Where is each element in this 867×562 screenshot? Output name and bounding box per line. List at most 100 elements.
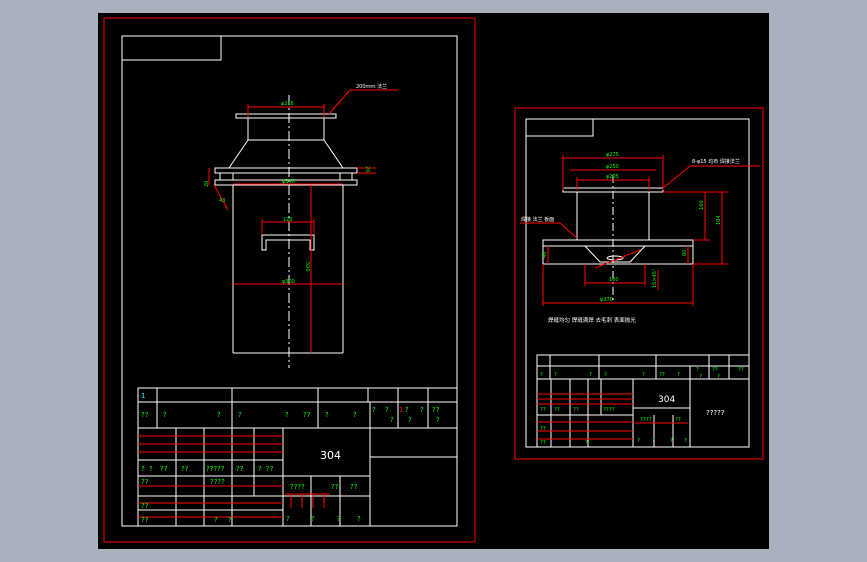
- right-title-red-rows: [537, 393, 688, 440]
- right-note: 焊缝均匀 焊缝满焊 去毛刺 表面抛光: [548, 316, 636, 324]
- left-tag-1b: 1: [399, 406, 403, 414]
- left-q-7: ?: [325, 411, 329, 419]
- left-q-10: ?: [385, 406, 389, 414]
- left-code-box: [121, 35, 222, 61]
- left-sheet: 200ｍｍ 法兰 φ216 φ340 120 φ300 500 20 43 20: [103, 17, 476, 543]
- right-t17: ??: [540, 426, 546, 432]
- left-part-view: [214, 113, 358, 354]
- right-t14: ??: [554, 407, 560, 413]
- right-t19: ?: [585, 440, 588, 446]
- right-dim-h2: 104: [716, 215, 722, 225]
- right-t24: ?: [670, 438, 673, 444]
- left-r5: ?????: [206, 465, 225, 473]
- left-q-9: ?: [372, 406, 376, 414]
- right-sheet-border: [514, 107, 764, 460]
- left-title-text: 1 ?? ? ? ? ? ?? ? ? ? ? 1 ? ? ?? ? ? ? ?…: [141, 392, 440, 524]
- right-t5: ?: [642, 372, 645, 378]
- left-r18: ?: [311, 515, 315, 523]
- left-r1: ?: [141, 465, 145, 473]
- right-callout-left: 焊接 法兰 板面: [521, 216, 554, 223]
- left-r12: ??: [141, 516, 149, 524]
- left-q-2: ?: [163, 411, 167, 419]
- right-t11: ?: [717, 374, 720, 380]
- right-t16: ????: [603, 407, 615, 413]
- left-material-note: ????: [290, 483, 305, 491]
- right-callout-holes: 8-φ15 均布 焊接法兰: [692, 158, 740, 165]
- left-dim-left-b: 43: [219, 198, 225, 204]
- left-q-8: ?: [353, 411, 357, 419]
- right-dim-base: φ370: [600, 297, 613, 303]
- left-r7: ?: [258, 465, 262, 473]
- left-title-red-rows: [138, 435, 330, 518]
- right-hatch-1: [594, 249, 641, 269]
- right-t18: ??: [540, 440, 546, 446]
- right-dim-outer-dia: φ275: [606, 152, 619, 158]
- right-dim-text: φ275 φ250 φ205 8-φ15 均布 焊接法兰 焊接 法兰 板面 16…: [521, 152, 740, 324]
- left-r17: ?: [286, 515, 290, 523]
- left-r11: ??: [141, 502, 149, 510]
- right-t22: ?: [637, 438, 640, 444]
- left-dimensions: [208, 89, 398, 353]
- right-t7: ?: [677, 372, 680, 378]
- left-r9: ??: [141, 478, 149, 486]
- left-dim-height: 500: [304, 262, 310, 272]
- left-r20: ?: [357, 515, 361, 523]
- right-dim-mid: 160: [609, 277, 619, 283]
- left-q-4: ?: [238, 411, 242, 419]
- left-r14: ?: [228, 516, 232, 524]
- left-dim-mid-dia: φ340: [282, 179, 295, 185]
- left-q-1: ??: [141, 411, 149, 419]
- left-q-16: ?: [436, 416, 440, 424]
- right-t10: ?: [699, 374, 702, 380]
- left-r8: ??: [266, 465, 274, 473]
- left-dim-body-dia: φ300: [282, 279, 295, 285]
- right-title-block: [536, 354, 750, 448]
- right-t21: ??: [675, 417, 681, 423]
- left-q-15: ?: [408, 416, 412, 424]
- left-title-block: [137, 387, 458, 527]
- right-t6: ??: [659, 372, 665, 378]
- left-material: 304: [320, 449, 341, 462]
- left-dim-pipe: 120: [283, 217, 293, 223]
- left-r19: ?: [337, 515, 341, 523]
- right-sheet: φ275 φ250 φ205 8-φ15 均布 焊接法兰 焊接 法兰 板面 16…: [514, 107, 764, 460]
- right-dim-inner-dia: φ205: [606, 174, 619, 180]
- right-dim-h4: 40: [542, 252, 548, 258]
- left-dim-left-a: 20: [204, 181, 210, 187]
- left-q-5: ?: [285, 411, 289, 419]
- right-t15: ??: [573, 407, 579, 413]
- left-r4: ??: [181, 465, 189, 473]
- left-q-3: ?: [217, 411, 221, 419]
- right-t3: ?: [589, 372, 592, 378]
- left-r13: ?: [214, 516, 218, 524]
- right-t13: ??: [540, 407, 546, 413]
- right-t20: ????: [640, 417, 652, 423]
- right-dim-slope: 15×45°: [652, 268, 658, 288]
- right-title-text: ? ? ? ? ? ?? ? ? ?? ? ? ?? ?? ?? ?? ????…: [540, 367, 744, 446]
- left-dim-text: 200ｍｍ 法兰 φ216 φ340 120 φ300 500 20 43 20: [204, 83, 387, 285]
- right-t8: ?: [696, 367, 699, 373]
- left-dim-top-dia: φ216: [281, 101, 294, 107]
- left-r6: ??: [236, 465, 244, 473]
- left-q-6: ??: [303, 411, 311, 419]
- left-q-14: ?: [390, 416, 394, 424]
- right-t23: ?: [652, 438, 655, 444]
- left-dim-right: 20: [364, 166, 370, 172]
- right-dimensions: [520, 155, 760, 306]
- left-q-11: ?: [405, 406, 409, 414]
- right-t9: ??: [712, 367, 718, 373]
- left-r10: ????: [210, 478, 225, 486]
- right-t25: ?: [684, 438, 687, 444]
- right-t4: ?: [604, 372, 607, 378]
- right-material: 304: [658, 395, 675, 405]
- left-q-12: ?: [420, 406, 424, 414]
- right-t1: ?: [540, 372, 543, 378]
- left-r16: ??: [350, 483, 358, 491]
- left-r3: ??: [160, 465, 168, 473]
- right-t2: ?: [554, 372, 557, 378]
- left-sheet-border: [103, 17, 476, 543]
- right-dim-h1: 160: [699, 200, 705, 210]
- right-t12: ??: [738, 367, 744, 373]
- left-callout-top: 200ｍｍ 法兰: [356, 83, 387, 90]
